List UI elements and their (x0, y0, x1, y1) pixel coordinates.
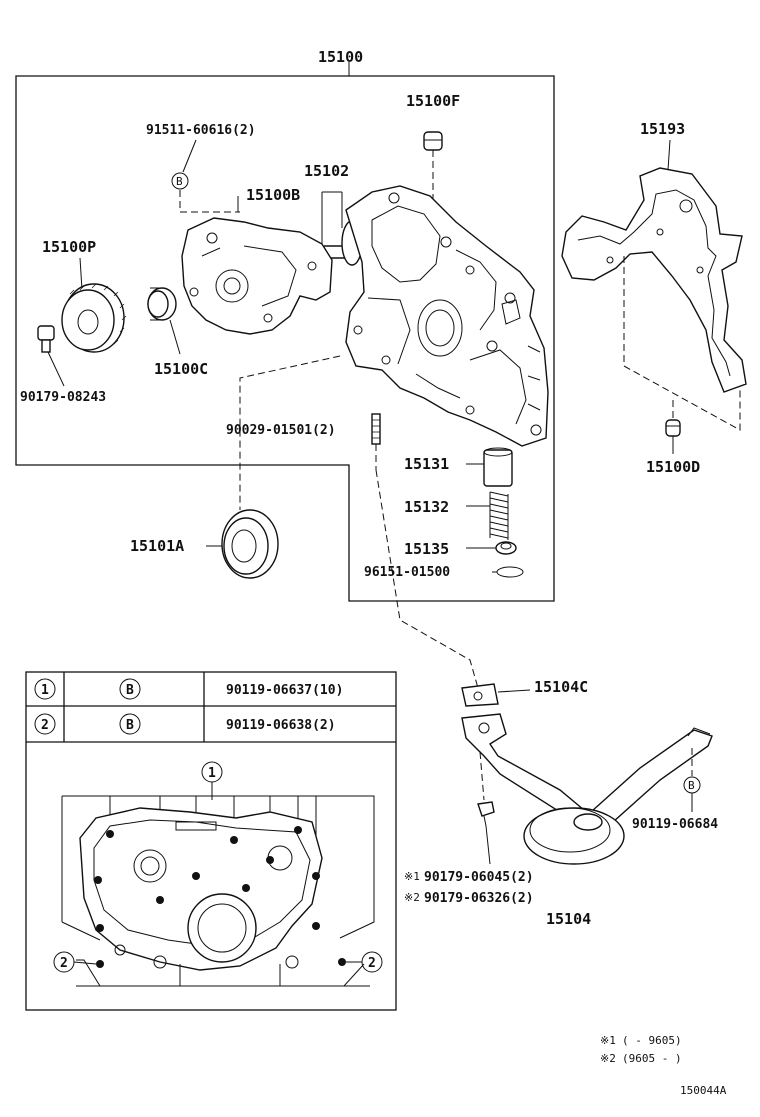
svg-text:2: 2 (60, 956, 68, 971)
pin-part (371, 413, 381, 445)
small-bolt-part (37, 325, 55, 353)
bolt-table: 1 B 90119-06637(10) 2 B 90119-06638(2) 1 (25, 671, 397, 1011)
retainer-part (495, 541, 517, 555)
row-1-mark: B (126, 683, 134, 698)
row-1-part[interactable]: 90119-06637(10) (226, 683, 343, 698)
label-strainer-gasket[interactable]: 15104C (534, 678, 588, 696)
seal-part (221, 509, 279, 579)
table-row: 2 B 90119-06638(2) (34, 713, 336, 735)
svg-text:1: 1 (208, 766, 216, 781)
footnotes: ※1 ( - 9605) ※2 (9605 - ) (600, 1034, 682, 1065)
bolt-location-inset: 1 (53, 761, 383, 987)
table-row: 1 B 90119-06637(10) (34, 678, 343, 700)
snap-ring-part (492, 566, 524, 578)
label-bolt-b[interactable]: 91511-60616(2) (146, 123, 256, 138)
gasket-part (561, 167, 747, 393)
nut-2-mark: ※2 (404, 891, 420, 904)
label-gear-p[interactable]: 15100P (42, 238, 96, 256)
nut-1-mark: ※1 (404, 870, 420, 883)
valve-part (483, 447, 513, 487)
label-spring[interactable]: 15132 (404, 498, 449, 516)
svg-text:2: 2 (368, 956, 376, 971)
strainer-nut-part (477, 801, 495, 827)
footnote-1-text: ( - 9605) (622, 1034, 682, 1047)
label-plug[interactable]: 15100F (406, 92, 460, 110)
footnote-2-mark: ※2 (600, 1052, 616, 1065)
label-nut-2[interactable]: 90179-06326(2) (424, 891, 534, 906)
label-nut-1[interactable]: 90179-06045(2) (424, 870, 534, 885)
pump-body-part (345, 185, 549, 447)
label-retainer[interactable]: 15135 (404, 540, 449, 558)
pump-plate-part (181, 217, 333, 335)
svg-text:B: B (176, 175, 183, 188)
row-2-part[interactable]: 90119-06638(2) (226, 718, 336, 733)
circle-b-callout: B (171, 172, 189, 190)
strainer-part (461, 713, 713, 865)
footnote-1-mark: ※1 (600, 1034, 616, 1047)
plug-part (423, 131, 443, 151)
label-seal[interactable]: 15101A (130, 537, 184, 555)
label-bolt-90119[interactable]: 90119-06684 (632, 817, 718, 832)
strainer-gasket-part (461, 683, 499, 707)
label-assy[interactable]: 15100 (318, 48, 363, 66)
dowel-part (665, 419, 681, 437)
label-valve[interactable]: 15131 (404, 455, 449, 473)
label-strainer[interactable]: 15104 (546, 910, 591, 928)
svg-text:B: B (688, 779, 695, 792)
footnote-2-text: (9605 - ) (622, 1052, 682, 1065)
row-2-mark: B (126, 718, 134, 733)
circle-b-callout-2: B (683, 776, 701, 794)
row-2-ref: 2 (41, 718, 49, 733)
label-pin-90029[interactable]: 90029-01501(2) (226, 423, 336, 438)
label-gasket[interactable]: 15193 (640, 120, 685, 138)
gear-part (61, 283, 127, 353)
label-bolt-90179[interactable]: 90179-08243 (20, 390, 106, 405)
label-snap[interactable]: 96151-01500 (364, 565, 450, 580)
diagram-id: 150044A (680, 1084, 727, 1097)
assembly-frame (15, 75, 555, 602)
label-shaft[interactable]: 15102 (304, 162, 349, 180)
ring-part (147, 287, 177, 321)
spring-part (489, 491, 509, 540)
label-rotor-b[interactable]: 15100B (246, 186, 300, 204)
label-rotor-c[interactable]: 15100C (154, 360, 208, 378)
row-1-ref: 1 (41, 683, 49, 698)
label-pin-d[interactable]: 15100D (646, 458, 700, 476)
